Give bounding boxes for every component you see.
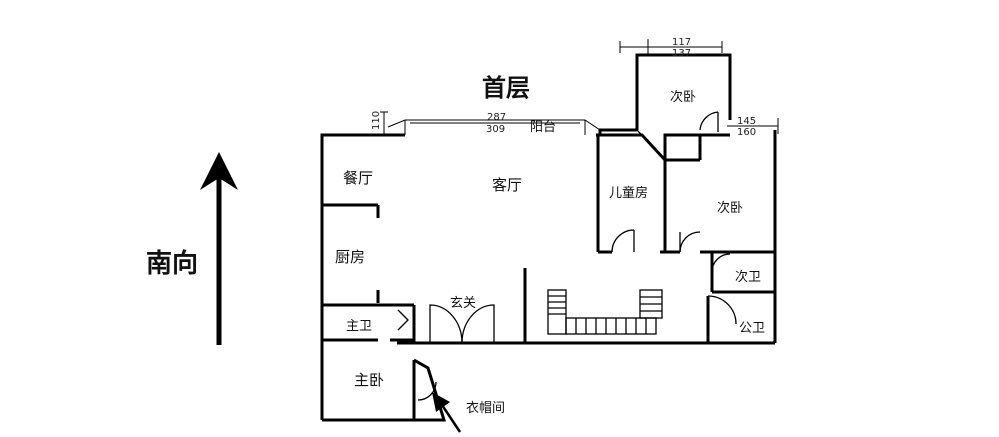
svg-text:110: 110 — [371, 111, 382, 130]
balcony-dim-lower: 309 — [486, 124, 505, 135]
room-label-master-bath: 主卫 — [346, 319, 372, 334]
door-entrance — [429, 304, 495, 344]
door-public-bath — [707, 295, 737, 343]
room-label-secondary-bath: 次卫 — [735, 269, 761, 285]
room-label-balcony: 阳台 — [530, 120, 556, 135]
room-label-master-bedroom: 主卧 — [354, 371, 384, 389]
balcony-dimension: 287 309 — [387, 112, 601, 135]
bedroom-top-dimension: 117 137 — [619, 37, 723, 59]
room-label-kitchen: 厨房 — [335, 248, 365, 266]
staircase — [547, 289, 663, 335]
outer-walls — [320, 53, 777, 422]
room-label-dining: 餐厅 — [343, 169, 373, 187]
room-label-bedroom-top: 次卧 — [670, 89, 696, 105]
bedroom-right-dim-lower: 160 — [737, 127, 756, 138]
closet-pointer-arrow-icon — [432, 392, 462, 433]
bedroom-right-dim-upper: 145 — [737, 116, 756, 127]
door-master-bath — [397, 309, 409, 331]
floor-title: 首层 — [482, 74, 530, 102]
door-closet — [417, 381, 437, 401]
orientation-label: 南向 — [146, 248, 198, 279]
room-label-public-bath: 公卫 — [739, 321, 765, 336]
direction-arrow-icon — [200, 152, 238, 345]
door-secondary-bath — [711, 253, 731, 273]
room-label-closet: 衣帽间 — [466, 400, 505, 416]
bedroom-right-dimension: 145 160 — [727, 116, 779, 138]
room-label-foyer: 玄关 — [450, 296, 476, 311]
dim-top-left: 110 — [371, 111, 388, 135]
door-kids-room — [611, 229, 635, 253]
room-label-living: 客厅 — [492, 176, 522, 194]
door-bedroom-top — [699, 111, 719, 132]
room-label-kids-room: 儿童房 — [609, 185, 648, 201]
bedroom-top-dim-upper: 117 — [672, 37, 691, 48]
door-bedroom-right — [679, 231, 701, 253]
interior-walls — [322, 129, 775, 422]
room-label-bedroom-right: 次卧 — [717, 200, 743, 216]
bedroom-top-dim-lower: 137 — [672, 48, 691, 59]
balcony-dim-upper: 287 — [487, 112, 506, 123]
